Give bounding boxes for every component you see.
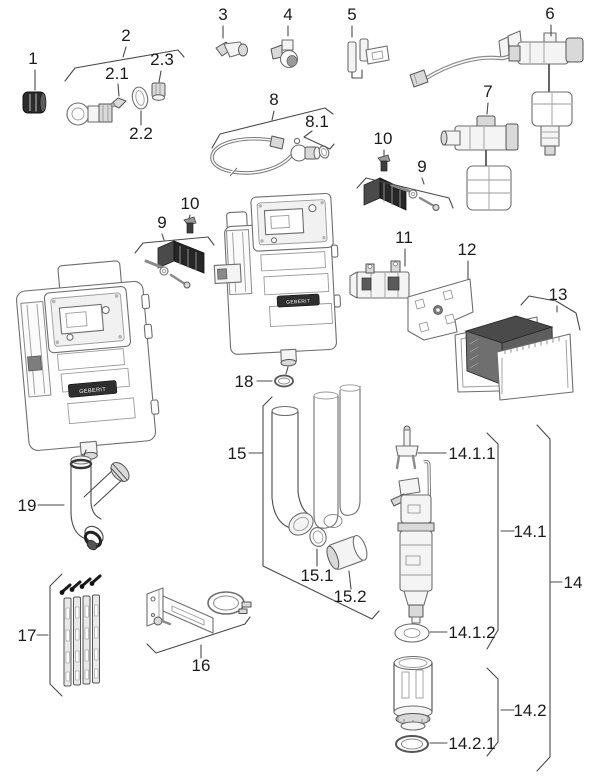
bracket-14 — [536, 424, 551, 772]
leader-8-1 — [303, 130, 335, 150]
part-15-1-drawing — [309, 527, 327, 547]
callout-19-label: 19 — [18, 496, 37, 515]
callout-4-label: 4 — [283, 5, 292, 24]
leader-9-right — [421, 177, 425, 185]
bracket-13 — [520, 295, 581, 331]
bracket-16 — [146, 616, 251, 654]
part-19-drawing — [69, 449, 130, 551]
callout-9-left-label: 9 — [157, 213, 166, 232]
bracket-14-2 — [486, 667, 499, 757]
part-10-left-drawing — [183, 216, 197, 234]
part-2-drawing — [66, 102, 113, 126]
callout-15-label: 15 — [228, 444, 247, 463]
part-1-drawing — [22, 91, 47, 114]
callout-2-2-label: 2.2 — [129, 124, 153, 143]
part-4-drawing — [270, 39, 299, 69]
callout-2-3-label: 2.3 — [150, 50, 174, 69]
bracket-15 — [262, 396, 380, 620]
brand-logo-center: GEBERIT — [286, 298, 310, 305]
leader-15-2 — [348, 570, 352, 590]
part-8-drawing — [210, 135, 321, 177]
part-14-1-drawing — [390, 459, 435, 624]
leader-2 — [122, 46, 127, 58]
bracket-9-left — [134, 236, 215, 254]
leader-9-left — [161, 233, 165, 241]
part-11-drawing — [349, 260, 410, 299]
callout-14-1-label: 14.1 — [513, 522, 546, 541]
callout-10-left-label: 10 — [181, 194, 200, 213]
part-10-right-drawing — [377, 154, 391, 172]
part-12-drawing — [407, 278, 474, 341]
callout-11-label: 11 — [395, 228, 413, 247]
part-13-drawing — [454, 315, 574, 401]
callout-10-right-label: 10 — [374, 129, 393, 148]
callout-13-label: 13 — [549, 285, 568, 304]
leader-2-1 — [117, 83, 120, 97]
part-14-1-1-drawing — [395, 425, 419, 470]
part-7-drawing — [440, 115, 519, 211]
bracket-9-right — [356, 177, 454, 209]
bracket-8 — [211, 107, 334, 149]
callout-2-1-label: 2.1 — [105, 64, 129, 83]
part-5-drawing — [347, 38, 390, 79]
callout-14-2-label: 14.2 — [513, 701, 546, 720]
callout-17-label: 17 — [18, 626, 37, 645]
part-2-3-drawing — [151, 82, 166, 101]
part-3-drawing — [215, 41, 248, 58]
part-6-drawing — [409, 30, 584, 156]
callout-14-1-2-label: 14.1.2 — [448, 623, 495, 642]
callout-8-label: 8 — [269, 90, 278, 109]
callout-14-1-1-label: 14.1.1 — [448, 444, 495, 463]
part-9-left-drawing — [144, 240, 205, 289]
part-15-drawing — [271, 384, 361, 536]
part-9-right-drawing — [363, 177, 440, 211]
part-14-1-2-drawing — [394, 623, 430, 643]
leader-10-left — [188, 214, 191, 220]
part-2-1-drawing — [110, 97, 127, 109]
part-18-drawing — [274, 374, 294, 388]
leader-2-3 — [158, 70, 162, 83]
callout-7-label: 7 — [483, 82, 492, 101]
part-15-2-drawing — [326, 534, 368, 570]
callout-1-label: 1 — [28, 49, 37, 68]
callout-5-label: 5 — [347, 5, 356, 24]
callout-18-label: 18 — [235, 372, 254, 391]
part-16-drawing — [146, 587, 252, 634]
part-14-2-1-drawing — [395, 735, 429, 753]
bracket-14-1 — [486, 432, 499, 650]
cistern-left-drawing: GEBERIT — [15, 260, 160, 461]
callout-15-1-label: 15.1 — [300, 566, 333, 585]
part-17-drawing — [59, 574, 102, 687]
part-8-1-drawing — [293, 137, 330, 159]
leader-spigot-18 — [285, 366, 289, 375]
leader-lines — [34, 24, 581, 772]
callout-16-label: 16 — [192, 656, 211, 675]
bracket-2 — [64, 49, 185, 82]
callout-3-label: 3 — [218, 5, 227, 24]
callout-6-label: 6 — [545, 4, 554, 23]
callout-14-2-1-label: 14.2.1 — [448, 734, 495, 753]
callout-12-label: 12 — [458, 240, 477, 259]
bracket-17 — [49, 573, 63, 697]
leader-7 — [486, 102, 489, 115]
callout-8-1-label: 8.1 — [305, 112, 329, 131]
cistern-center-drawing: GEBERIT — [213, 192, 342, 367]
callout-14-label: 14 — [564, 573, 583, 592]
callout-9-right-label: 9 — [417, 157, 426, 176]
brand-logo-left: GEBERIT — [79, 387, 107, 395]
leader-8 — [271, 110, 275, 121]
callout-2-label: 2 — [121, 26, 130, 45]
callout-15-2-label: 15.2 — [333, 587, 366, 606]
part-14-2-drawing — [393, 655, 433, 731]
part-2-2-drawing — [131, 86, 149, 110]
